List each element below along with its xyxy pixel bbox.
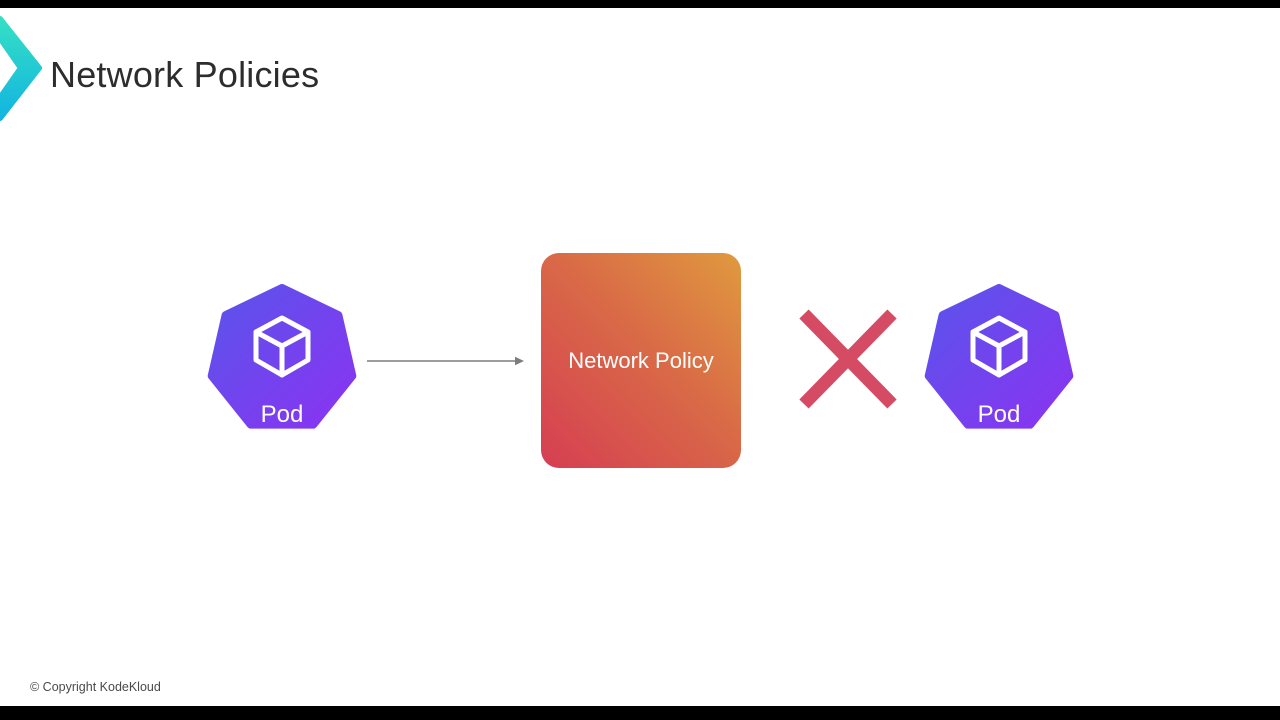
kubernetes-pod-icon [207,284,357,429]
right-arrow-icon [367,356,524,366]
kodekloud-chevron-icon [0,16,42,121]
copyright-text: © Copyright KodeKloud [30,680,161,694]
page-title: Network Policies [50,54,320,95]
kubernetes-pod-icon [924,284,1074,429]
pod-right: Pod [924,284,1074,439]
pod-label: Pod [260,401,304,428]
network-policy-label: Network Policy [568,347,714,373]
blocked-cross-icon [799,309,897,409]
top-letterbox-bar [0,0,1280,8]
bottom-letterbox-bar [0,706,1280,720]
network-policy-box: Network Policy [541,253,741,468]
cube-icon [970,315,1028,378]
cube-icon [253,315,311,378]
pod-label: Pod [977,401,1021,428]
pod-left: Pod [207,284,357,439]
